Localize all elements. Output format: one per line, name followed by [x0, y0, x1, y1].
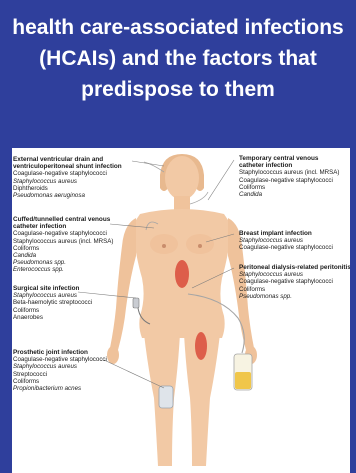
slide-title: health care-associated infections (HCAIs… — [6, 12, 350, 105]
neck — [174, 196, 190, 210]
organism-item: Pseudomonas spp. — [239, 293, 350, 300]
organism-item: Coliforms — [239, 184, 339, 191]
left-hand — [107, 346, 119, 364]
head — [165, 156, 199, 200]
organism-item: Coagulase-negative staphylococci — [239, 177, 339, 184]
label-heading: Breast implant infection — [239, 230, 333, 237]
organism-item: Streptococci — [13, 371, 107, 378]
organism-item: Staphylococcus aureus — [13, 292, 92, 299]
organism-item: Enterococcus spp. — [13, 266, 113, 273]
label-heading: catheter infection — [13, 223, 113, 230]
organism-item: Staphylococcus aureus — [239, 271, 350, 278]
organism-item: Coliforms — [13, 245, 113, 252]
label-heading: Prosthetic joint infection — [13, 349, 107, 356]
organism-item: Staphylococcus aureus (incl. MRSA) — [13, 238, 113, 245]
organism-item: Diphtheroids — [13, 185, 122, 192]
label-heading: Peritoneal dialysis-related peritonitis — [239, 264, 350, 271]
organism-item: Beta-haemolytic streptococci — [13, 299, 92, 306]
organism-item: Coliforms — [13, 378, 107, 385]
organism-item: Coagulase-negative staphylococci — [13, 170, 122, 177]
knee-prosthesis — [159, 386, 173, 408]
organism-item: Staphylococcus aureus — [13, 178, 122, 185]
abdominal-lesion — [175, 260, 189, 288]
left-arm — [110, 218, 136, 350]
thigh-lesion — [195, 332, 207, 360]
organism-item: Staphylococcus aureus (incl. MRSA) — [239, 169, 339, 176]
organism-item: Staphylococcus aureus — [13, 363, 107, 370]
organism-item: Pseudomonas spp. — [13, 259, 113, 266]
organism-item: Coagulase-negative staphylococci — [13, 230, 113, 237]
label-heading: Cuffed/tunnelled central venous — [13, 216, 113, 223]
organism-item: Anaerobes — [13, 314, 92, 321]
organism-item: Pseudomonas aeruginosa — [13, 192, 122, 199]
organism-item: Coliforms — [239, 286, 350, 293]
organism-item: Coagulase-negative staphylococci — [239, 278, 350, 285]
organism-item: Candida — [13, 252, 113, 259]
organism-item: Coagulase-negative staphylococci — [239, 244, 333, 251]
organism-item: Coagulase-negative staphylococci — [13, 356, 107, 363]
organism-item: Coliforms — [13, 307, 92, 314]
organism-item: Staphylococcus aureus — [239, 237, 333, 244]
organism-item: Candida — [239, 191, 339, 198]
label-heading: Temporary central venous — [239, 155, 339, 162]
label-heading: External ventricular drain and — [13, 156, 122, 163]
organism-item: Propionibacterium acnes — [13, 385, 107, 392]
label-heading: Surgical site infection — [13, 285, 92, 292]
label-heading: ventriculoperitoneal shunt infection — [13, 163, 122, 170]
label-heading: catheter infection — [239, 162, 339, 169]
